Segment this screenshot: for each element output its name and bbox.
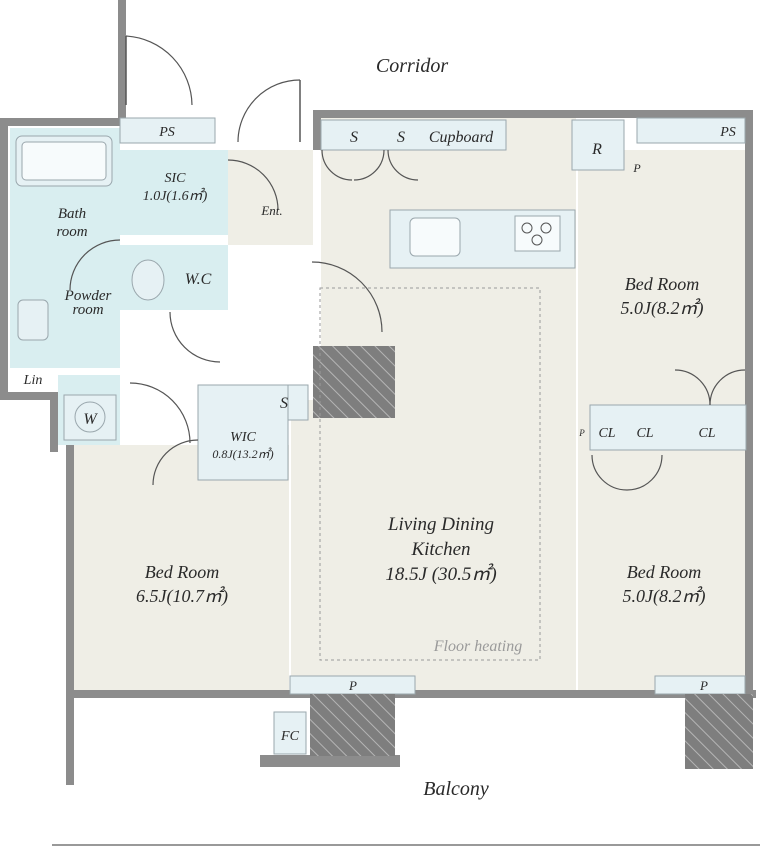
burner-3 xyxy=(531,234,543,246)
refrigerator-label: R xyxy=(591,141,602,158)
closet-box xyxy=(589,404,747,451)
linen-label: Lin xyxy=(23,373,43,388)
entrance-label: Ent. xyxy=(260,203,282,218)
storage-s2-label: S xyxy=(397,129,405,146)
column-bottom-left xyxy=(310,694,395,756)
ps-right-box xyxy=(636,117,746,144)
ps-right-label: PS xyxy=(719,125,736,140)
column-center xyxy=(313,346,395,418)
wic-size: 0.8J(13.2㎡) xyxy=(212,447,273,461)
bed-top-right-label: Bed Room xyxy=(625,274,699,294)
ps-left-box xyxy=(119,117,216,144)
refrigerator-box xyxy=(571,119,625,171)
washer-drum xyxy=(74,401,106,433)
powder-sink xyxy=(17,299,49,341)
p-kitchen-label: P xyxy=(632,161,641,175)
sic-size: 1.0J(1.6㎡) xyxy=(143,187,208,204)
powder-room-label-1: Powder xyxy=(64,288,112,304)
bed-bottom-right-label: Bed Room xyxy=(627,562,701,582)
column-bottom-right xyxy=(685,694,753,769)
bathroom-label-2: room xyxy=(56,224,87,240)
bed-top-right-size: 5.0J(8.2㎡) xyxy=(621,298,704,319)
floor-heating-area xyxy=(319,287,541,661)
ldk-label-1: Living Dining xyxy=(387,514,494,535)
corridor-label: Corridor xyxy=(376,55,448,77)
p-ldk-bottom-label: P xyxy=(348,678,357,693)
washer-label: W xyxy=(83,411,98,428)
bed-left-size: 6.5J(10.7㎡) xyxy=(136,586,228,607)
p-small-label: P xyxy=(578,428,585,438)
burner-2 xyxy=(540,222,552,234)
closet-1-label: CL xyxy=(598,426,615,441)
cupboard-box xyxy=(320,119,507,151)
sic-label: SIC xyxy=(165,171,187,186)
bathroom-label-1: Bath xyxy=(58,206,86,222)
balcony-label: Balcony xyxy=(423,778,489,800)
bed-left-label: Bed Room xyxy=(145,562,219,582)
kitchen-stove xyxy=(514,215,561,252)
bed-bottom-right-size: 5.0J(8.2㎡) xyxy=(623,586,706,607)
closet-2-label: CL xyxy=(636,426,653,441)
floor-heating-label: Floor heating xyxy=(433,638,522,655)
ldk-size: 18.5J (30.5㎡) xyxy=(385,563,496,585)
doors xyxy=(69,35,746,491)
ps-left-label: PS xyxy=(158,125,175,140)
fc-box xyxy=(273,711,307,755)
wic-box xyxy=(197,384,289,481)
toilet xyxy=(131,259,165,301)
storage-s1-label: S xyxy=(350,129,358,146)
wc-label: W.C xyxy=(185,271,212,288)
burner-1 xyxy=(521,222,533,234)
powder-room-label-2: room xyxy=(72,302,103,318)
wic-label: WIC xyxy=(230,430,256,445)
cupboard-label: Cupboard xyxy=(429,129,494,146)
fc-label: FC xyxy=(280,729,300,744)
closet-3-label: CL xyxy=(698,426,715,441)
kitchen-sink xyxy=(409,217,461,257)
bathtub-inner xyxy=(21,141,107,181)
p-bed-bottom-label: P xyxy=(699,678,708,693)
ldk-label-2: Kitchen xyxy=(410,539,470,560)
storage-s-label: S xyxy=(280,395,288,412)
